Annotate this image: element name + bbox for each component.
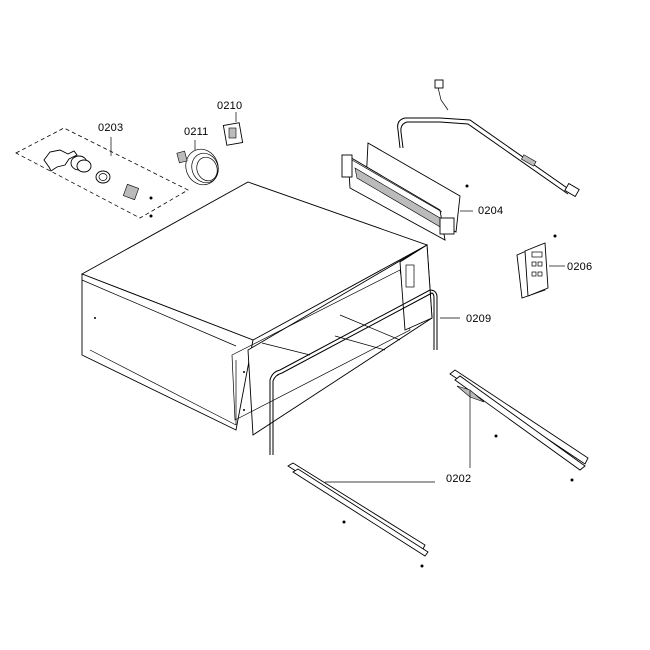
- callout-0204: 0204: [478, 205, 504, 217]
- connector-block: [222, 112, 244, 146]
- callout-0203: 0203: [98, 122, 124, 134]
- callout-0211: 0211: [184, 126, 209, 138]
- wiring-harness: [397, 79, 580, 198]
- control-module: [516, 234, 565, 299]
- heating-element-assembly: [341, 142, 473, 241]
- drawer-housing: [80, 181, 433, 436]
- door-gasket: [269, 289, 460, 455]
- callout-0210: 0210: [217, 100, 243, 112]
- callout-0209: 0209: [466, 313, 492, 325]
- callout-0202: 0202: [446, 473, 472, 485]
- slide-rail-right: [449, 369, 589, 482]
- slide-rail-left: [287, 462, 435, 568]
- power-cord: [176, 140, 219, 186]
- callout-0206: 0206: [567, 261, 593, 273]
- control-knob-kit: [15, 127, 189, 219]
